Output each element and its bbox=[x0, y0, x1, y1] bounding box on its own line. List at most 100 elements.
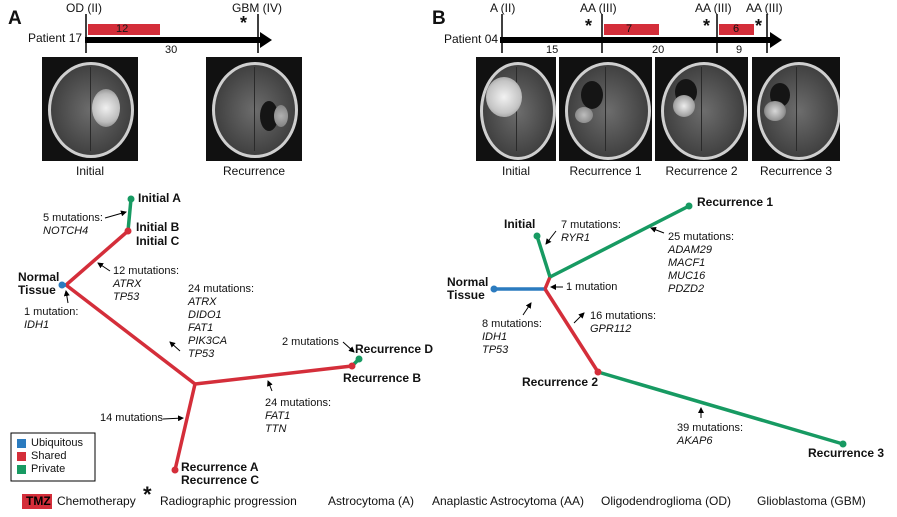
tree-a-recurrence-a: Recurrence A bbox=[181, 460, 259, 474]
annot-b-m16-title: 16 mutations: bbox=[590, 310, 657, 322]
interval-a: 30 bbox=[165, 44, 178, 56]
interval-b-2: 20 bbox=[652, 44, 665, 56]
node-a-normal bbox=[58, 281, 66, 289]
annot-a-m24a-gene-2: DIDO1 bbox=[188, 309, 222, 321]
tree-a-initial-b: Initial B bbox=[136, 220, 180, 234]
interval-b-3: 9 bbox=[736, 44, 743, 56]
footer-type-astrocytoma: Astrocytoma (A) bbox=[328, 494, 415, 508]
footer-chemo-label: Chemotherapy bbox=[57, 494, 136, 508]
branch-a-normal-initial bbox=[64, 229, 130, 287]
arrow-a-m24a bbox=[169, 341, 181, 352]
annot-a-m5: 5 mutations: NOTCH4 bbox=[43, 212, 103, 238]
node-b-recurrence-3 bbox=[839, 440, 847, 448]
annot-b-m7-title: 7 mutations: bbox=[561, 219, 621, 231]
tree-b-recurrence-3: Recurrence 3 bbox=[808, 446, 885, 460]
tree-b-normal-line2: Tissue bbox=[447, 288, 485, 302]
arrow-a-m5 bbox=[104, 210, 127, 219]
legend-label-private: Private bbox=[31, 463, 66, 475]
arrow-b-m16 bbox=[573, 312, 585, 324]
tree-a-recurrence-c: Recurrence C bbox=[181, 473, 260, 487]
diagnosis-b-2: AA (III) bbox=[580, 1, 617, 15]
arrow-a-m12 bbox=[97, 262, 111, 272]
legend-swatch-shared bbox=[17, 452, 26, 461]
tree-a-recurrence-b: Recurrence B bbox=[343, 371, 422, 385]
branch-b-recurrence-3 bbox=[597, 370, 844, 446]
timeline-arrow-b bbox=[770, 32, 782, 48]
annot-b-m8-gene-1: IDH1 bbox=[482, 331, 508, 343]
annot-a-m12: 12 mutations: ATRX TP53 bbox=[113, 265, 179, 304]
node-b-normal bbox=[490, 285, 498, 293]
annot-b-m39: 39 mutations: AKAP6 bbox=[677, 422, 743, 448]
arrow-b-m7 bbox=[545, 230, 557, 245]
annot-a-m24b-gene-2: TTN bbox=[265, 423, 287, 435]
tree-a-initial-a: Initial A bbox=[138, 191, 181, 205]
arrow-b-m8 bbox=[522, 302, 532, 316]
legend-swatch-private bbox=[17, 465, 26, 474]
tree-b-initial: Initial bbox=[504, 217, 536, 231]
annot-a-m12-gene-2: TP53 bbox=[113, 291, 140, 303]
footer-progression-label: Radiographic progression bbox=[160, 494, 297, 508]
diagnosis-b-1: A (II) bbox=[490, 1, 516, 15]
timeline-a bbox=[85, 14, 272, 53]
annot-a-m1: 1 mutation: IDH1 bbox=[24, 306, 78, 332]
annot-b-m8: 8 mutations: IDH1 TP53 bbox=[482, 318, 542, 357]
tree-a-normal-line1: Normal bbox=[18, 270, 60, 284]
tree-b-recurrence-1: Recurrence 1 bbox=[697, 195, 774, 209]
tree-b-recurrence-2: Recurrence 2 bbox=[522, 375, 599, 389]
chemo-value-b2: 6 bbox=[733, 23, 740, 35]
mri-scan-b-recurrence-3 bbox=[752, 57, 840, 161]
mri-scan-b-initial bbox=[476, 57, 556, 161]
annot-a-m24b-gene-1: FAT1 bbox=[265, 410, 291, 422]
scan-caption-a-initial: Initial bbox=[75, 164, 104, 178]
annot-a-m24a-gene-4: PIK3CA bbox=[188, 335, 228, 347]
scan-caption-b-recurrence-2: Recurrence 2 bbox=[665, 164, 738, 178]
scan-caption-b-initial: Initial bbox=[501, 164, 530, 178]
branch-b-recurrence-2 bbox=[543, 288, 600, 373]
panel-letter-a: A bbox=[8, 8, 22, 29]
branch-b-recurrence-1 bbox=[549, 204, 690, 279]
node-a-recurrence-d bbox=[355, 355, 363, 363]
node-b-recurrence-1 bbox=[685, 202, 693, 210]
tree-a-recurrence-d: Recurrence D bbox=[355, 342, 434, 356]
footer-type-anaplastic: Anaplastic Astrocytoma (AA) bbox=[432, 494, 585, 508]
annot-a-m24b: 24 mutations: FAT1 TTN bbox=[265, 397, 331, 436]
arrow-a-m24b bbox=[267, 380, 273, 392]
diagnosis-b-3: AA (III) bbox=[695, 1, 732, 15]
annot-b-m25-gene-4: PDZD2 bbox=[668, 283, 705, 295]
annot-a-m24a-gene-3: FAT1 bbox=[188, 322, 214, 334]
branch-a-initial-a bbox=[126, 198, 133, 232]
arrow-b-m25 bbox=[650, 226, 665, 234]
chemo-bar-b1 bbox=[604, 24, 659, 35]
chemo-value-a: 12 bbox=[116, 23, 129, 35]
annot-b-m25-title: 25 mutations: bbox=[668, 231, 735, 243]
branch-a-recurrence-b bbox=[194, 364, 353, 386]
annot-b-m7-gene-1: RYR1 bbox=[561, 232, 590, 244]
scan-caption-a-recurrence: Recurrence bbox=[222, 164, 286, 178]
branch-b-initial bbox=[535, 235, 552, 278]
timeline-b bbox=[500, 14, 782, 53]
progression-star-b2: * bbox=[703, 16, 711, 36]
mri-scan-b-recurrence-2 bbox=[655, 57, 748, 161]
annot-b-m25-gene-3: MUC16 bbox=[668, 270, 706, 282]
legend-label-shared: Shared bbox=[31, 450, 67, 462]
annot-b-m16-gene-1: GPR112 bbox=[590, 323, 632, 335]
annot-b-m39-gene-1: AKAP6 bbox=[677, 435, 713, 447]
annot-a-m5-gene-1: NOTCH4 bbox=[43, 225, 89, 237]
chemo-bar-a bbox=[88, 24, 160, 35]
annot-a-m14: 14 mutations bbox=[100, 412, 163, 424]
tree-a-initial-c: Initial C bbox=[136, 234, 180, 248]
annot-b-m8-title: 8 mutations: bbox=[482, 318, 542, 330]
annot-a-m24a-title: 24 mutations: bbox=[188, 283, 255, 295]
timeline-arrow-a bbox=[260, 32, 272, 48]
node-b-recurrence-2 bbox=[594, 368, 602, 376]
patient-label-a: Patient 17 bbox=[28, 31, 83, 45]
mri-scan-b-recurrence-1 bbox=[559, 57, 652, 161]
annot-b-m1: 1 mutation bbox=[566, 281, 618, 293]
arrow-a-m14 bbox=[162, 415, 184, 422]
annot-a-m12-gene-1: ATRX bbox=[113, 278, 142, 290]
node-a-initial-bc bbox=[124, 227, 132, 235]
branch-a-trunk bbox=[64, 283, 197, 386]
scan-caption-b-recurrence-3: Recurrence 3 bbox=[759, 164, 833, 178]
chemo-value-b1: 7 bbox=[626, 23, 633, 35]
